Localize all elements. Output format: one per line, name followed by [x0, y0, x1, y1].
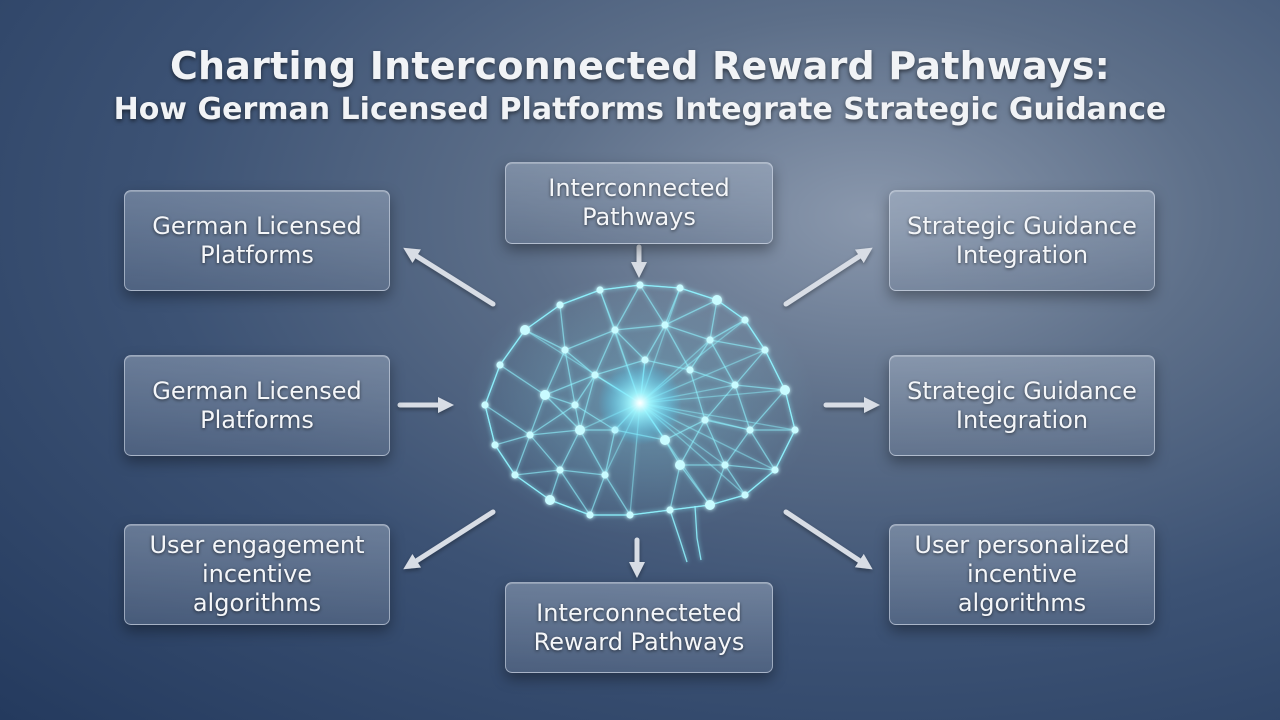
node-right-bottom: User personalized incentive algorithms [889, 524, 1155, 625]
page-title: Charting Interconnected Reward Pathways: [169, 44, 1111, 88]
node-right-bottom-label: User personalized incentive algorithms [914, 531, 1130, 617]
node-right-mid-label: Strategic Guidance Integration [907, 376, 1137, 434]
node-left-mid-label: German Licensed Platforms [152, 376, 362, 434]
node-bottom-center: Interconnecteted Reward Pathways [505, 582, 773, 673]
node-right-top: Strategic Guidance Integration [889, 190, 1155, 291]
node-left-mid: German Licensed Platforms [124, 355, 390, 456]
arrow-to-left-bottom [403, 509, 496, 570]
node-left-bottom: User engagement incentive algorithms [124, 524, 390, 625]
node-left-top-label: German Licensed Platforms [152, 211, 362, 269]
neural-network-brain-icon [465, 275, 815, 563]
node-right-mid: Strategic Guidance Integration [889, 355, 1155, 456]
arrow-to-right-bottom [783, 509, 873, 570]
page-subtitle: How German Licensed Platforms Integrate … [113, 92, 1167, 127]
node-top-center: Interconnected Pathways [505, 162, 773, 244]
node-right-top-label: Strategic Guidance Integration [907, 211, 1137, 269]
node-top-center-label: Interconnected Pathways [548, 174, 730, 231]
arrow-to-left-top [403, 247, 496, 307]
node-left-bottom-label: User engagement incentive algorithms [149, 531, 365, 617]
node-bottom-center-label: Interconnecteted Reward Pathways [533, 598, 745, 656]
arrow-to-right-top [783, 247, 873, 307]
node-left-top: German Licensed Platforms [124, 190, 390, 291]
